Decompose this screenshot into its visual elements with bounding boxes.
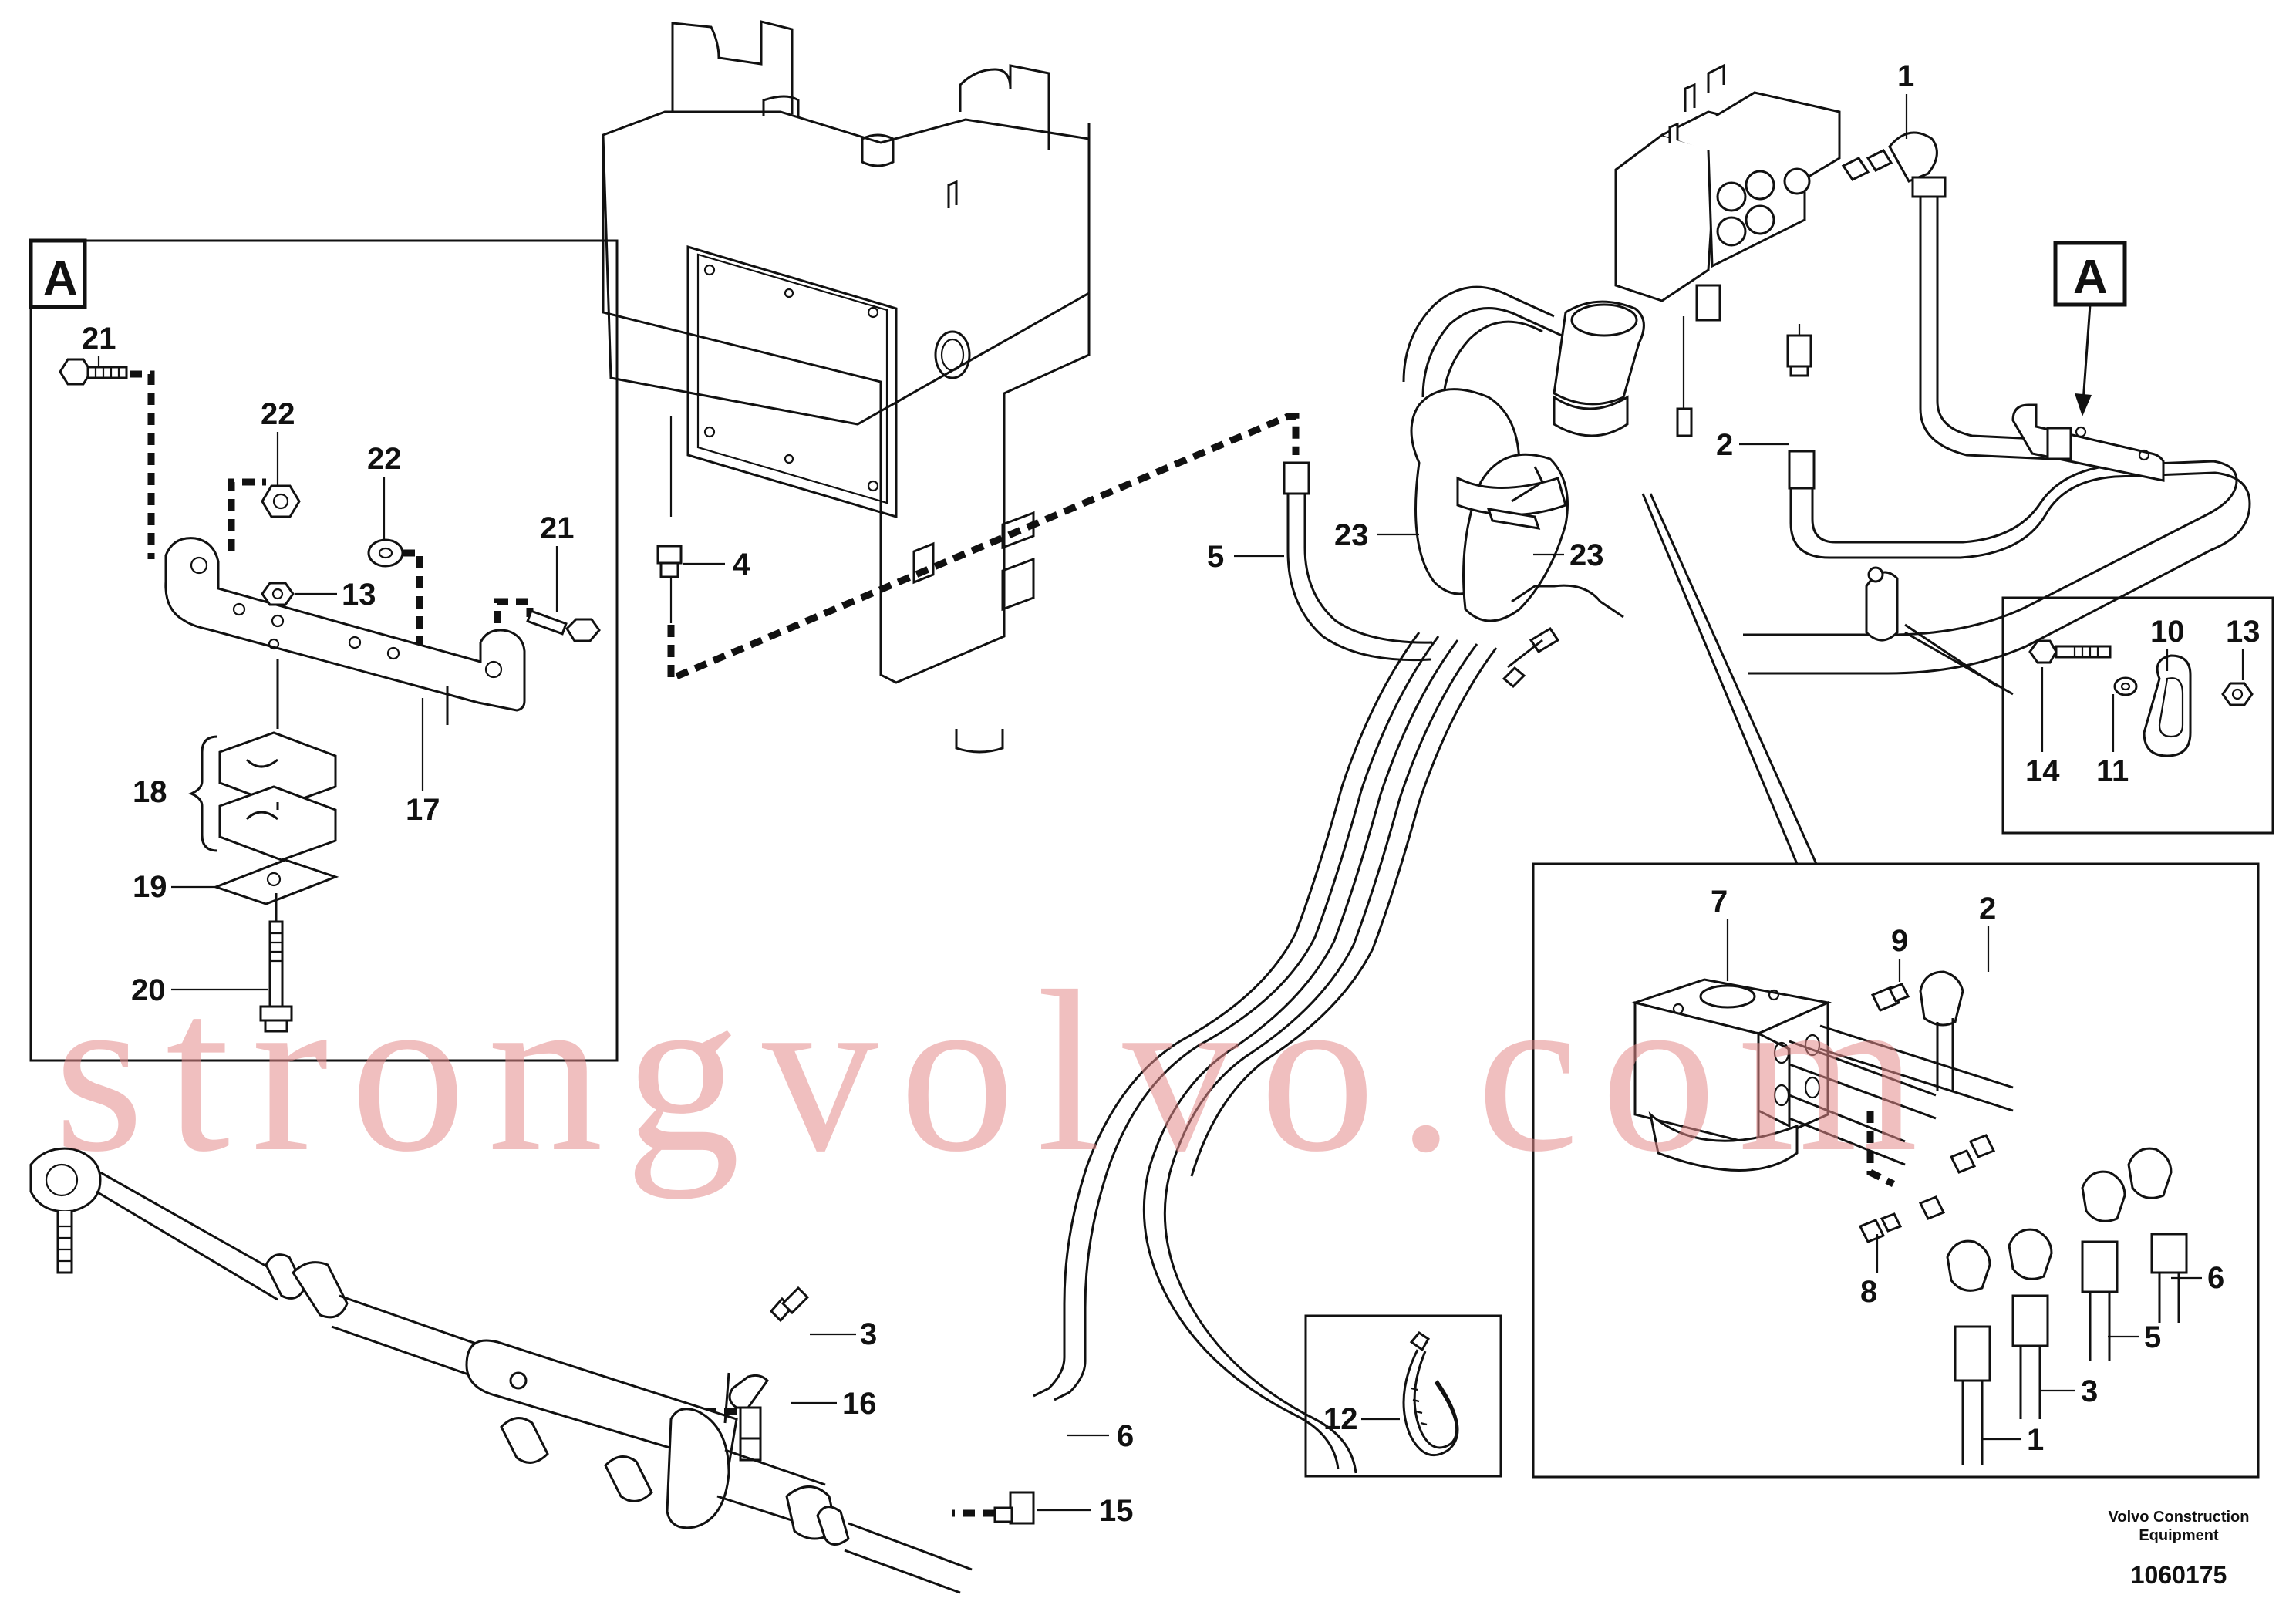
bolt-14 (2028, 639, 2112, 664)
callout-22-right: 22 (367, 442, 402, 476)
company-line-1: Volvo Construction (2109, 1509, 2250, 1526)
leader-valve-detail-1 (1641, 493, 1799, 865)
callout-5-detail: 5 (2144, 1320, 2161, 1354)
callout-1-detail: 1 (2027, 1423, 2044, 1457)
fitting-15 (952, 1491, 1035, 1525)
hose-clamp (1865, 566, 1899, 642)
fitting-2-top (1743, 324, 2251, 675)
detail-valve-panel: 7 9 2 8 6 5 3 1 (1532, 862, 2260, 1479)
company-line-2: Equipment (2139, 1527, 2219, 1544)
callout-7: 7 (1711, 885, 1728, 919)
callout-2-detail: 2 (1979, 892, 1996, 926)
callout-18: 18 (133, 775, 167, 809)
hidden-hose-route (667, 413, 1300, 684)
long-hoses (739, 461, 1498, 1474)
callout-22-left: 22 (261, 397, 295, 431)
steering-unit (1553, 63, 1841, 437)
clamp-halves-18 (218, 731, 337, 862)
callout-20: 20 (131, 973, 166, 1007)
bracket-17 (164, 537, 526, 725)
clamp-10 (2143, 654, 2192, 757)
callout-23-left: 23 (1334, 518, 1369, 552)
fitting-16 (706, 1374, 769, 1415)
callout-21-left: 21 (82, 322, 116, 356)
bolt-20 (259, 893, 293, 1033)
footer: Volvo Construction Equipment 1060175 (2109, 1509, 2250, 1589)
fitting-8 (1858, 1134, 1996, 1243)
callout-10: 10 (2150, 615, 2185, 649)
callout-23-right: 23 (1569, 538, 1604, 572)
steering-cylinder (29, 1147, 973, 1594)
bracket-a-ref: A (2011, 241, 2165, 482)
lower-hoses (1946, 1147, 2188, 1465)
callout-4: 4 (733, 548, 750, 582)
detail-a-panel: A (29, 238, 619, 1062)
washer-22-right (367, 538, 423, 653)
watermark: strongvolvo.com (54, 943, 1940, 1200)
callout-12: 12 (1323, 1402, 1358, 1436)
callout-6-detail: 6 (2207, 1261, 2224, 1295)
detail-clamp-panel: 14 11 10 13 (1904, 596, 2274, 835)
nut-22-left (228, 478, 301, 551)
ref-a-label: A (2073, 251, 2108, 304)
main-callouts: 1 2 3 4 5 6 15 16 23 23 (683, 59, 1914, 1528)
callout-13: 13 (342, 578, 376, 612)
leader-valve-detail-2 (1649, 493, 1818, 865)
callout-1: 1 (1897, 59, 1914, 93)
fitting-9 (1870, 983, 1910, 1012)
callout-14: 14 (2025, 754, 2060, 788)
callout-2: 2 (1716, 428, 1733, 462)
callout-19: 19 (133, 870, 167, 904)
detail-a-callouts: 21 22 22 21 13 17 18 19 20 (82, 322, 575, 1007)
nut-13 (261, 582, 295, 729)
callout-11: 11 (2096, 754, 2129, 788)
callout-16: 16 (842, 1387, 877, 1421)
callout-8: 8 (1860, 1275, 1877, 1309)
adapter-4 (656, 416, 683, 623)
callout-21-right: 21 (540, 511, 575, 545)
callout-5: 5 (1207, 540, 1224, 574)
nut-13-clamp (2221, 682, 2254, 706)
callout-6: 6 (1117, 1419, 1134, 1453)
plate-19 (212, 858, 339, 905)
washer-11 (2113, 676, 2138, 696)
detail-a-label: A (43, 252, 78, 305)
callout-15: 15 (1099, 1494, 1134, 1528)
callout-3-detail: 3 (2081, 1374, 2098, 1408)
cable-tie-12 (1402, 1331, 1459, 1457)
callout-13-clamp: 13 (2226, 615, 2261, 649)
fitting-1-top (1841, 131, 2054, 460)
dashboard-housing (602, 20, 1091, 754)
doc-number: 1060175 (2131, 1561, 2227, 1589)
callout-9: 9 (1891, 924, 1908, 958)
callout-3: 3 (860, 1317, 877, 1351)
detail-tie-panel: 12 (1304, 1314, 1502, 1478)
elbow-2 (1919, 970, 1964, 1091)
brace-18 (188, 735, 218, 852)
hoses-23 (1402, 285, 1624, 689)
bolt-21-left (59, 358, 155, 559)
callout-17: 17 (406, 793, 440, 827)
